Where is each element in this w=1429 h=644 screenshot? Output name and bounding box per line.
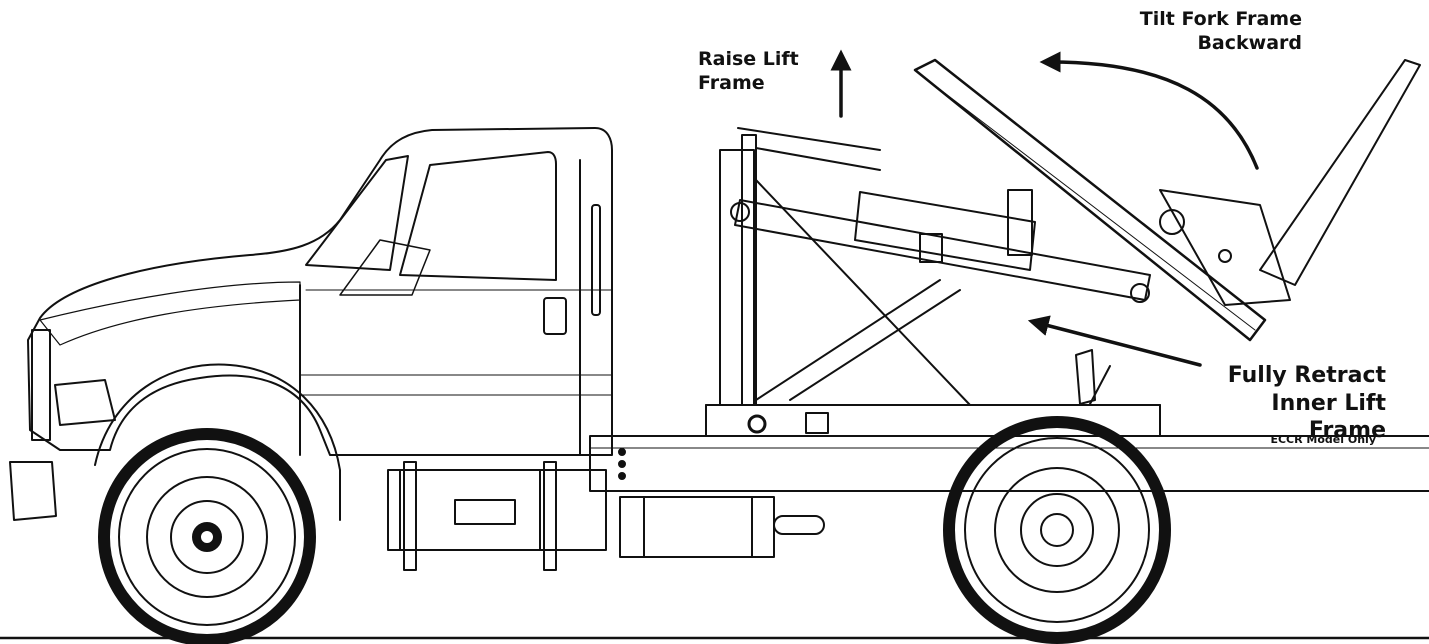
lift-mast [719, 127, 971, 406]
retract-label-line2: Inner Lift Frame [1271, 390, 1386, 444]
model-note: ECCR Model Only [1270, 433, 1376, 446]
fork-frame [913, 58, 1421, 342]
truck-cab [9, 127, 613, 521]
rear-post [1075, 349, 1111, 405]
retract-label-line1: Fully Retract [1227, 363, 1386, 388]
front-wheel [98, 428, 316, 644]
tilt-label-line2: Backward [1197, 31, 1302, 54]
side-mirror [339, 239, 431, 296]
lift-boom [730, 189, 1151, 303]
headlight [54, 379, 116, 426]
side-window [399, 151, 557, 281]
tilt-fork-frame-label: Tilt Fork Frame Backward [1110, 8, 1302, 56]
fuel-tank [387, 461, 607, 571]
fully-retract-label: Fully Retract Inner Lift Frame [1196, 362, 1386, 445]
raise-label-line1: Raise Lift [698, 48, 799, 70]
hood [39, 281, 301, 346]
grille [31, 329, 51, 441]
retract-arrow [1027, 315, 1202, 367]
exhaust-muffler [619, 496, 825, 558]
tilt-label-line1: Tilt Fork Frame [1139, 8, 1302, 30]
rear-wheel [943, 416, 1171, 644]
front-bumper [9, 461, 57, 521]
front-fender [94, 363, 341, 521]
raise-label-line2: Frame [698, 71, 765, 94]
tilt-arrow [1039, 51, 1259, 170]
raise-lift-frame-label: Raise Lift Frame [698, 48, 799, 96]
windshield [305, 155, 409, 271]
